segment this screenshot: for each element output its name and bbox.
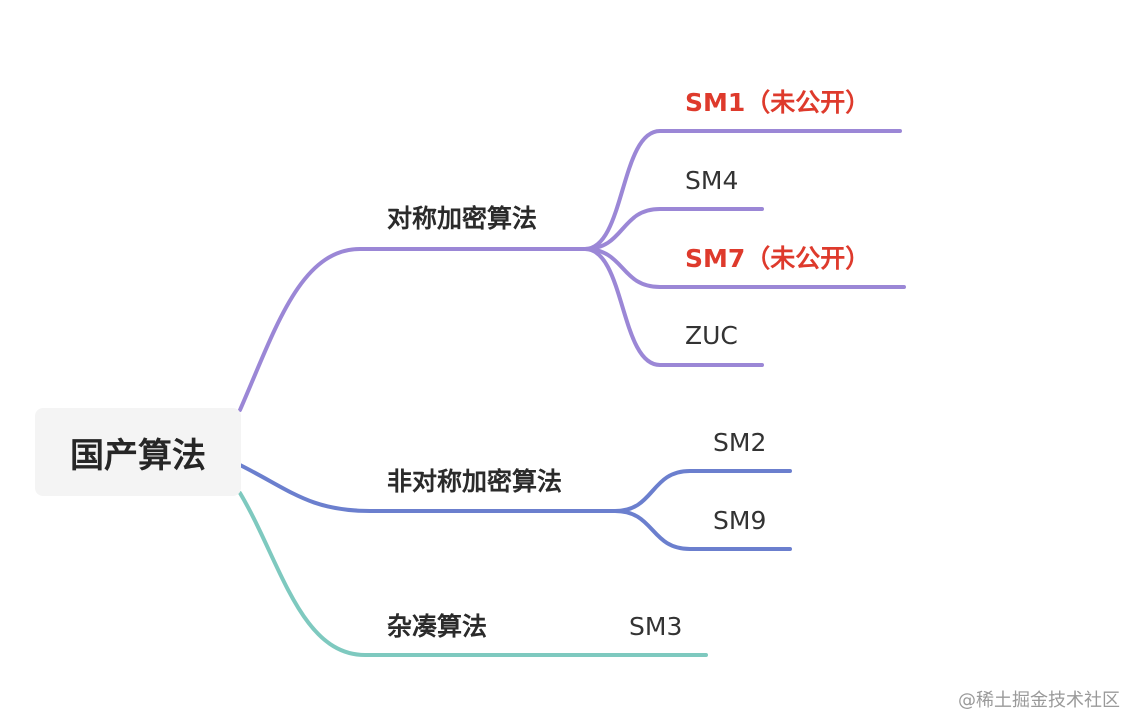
leaf-sm4[interactable]: SM4	[685, 166, 739, 195]
branch-hash[interactable]: 杂凑算法	[387, 612, 488, 641]
leaf-sm2[interactable]: SM2	[713, 428, 767, 457]
connector-sm9	[613, 509, 792, 551]
branch-asymmetric[interactable]: 非对称加密算法	[387, 467, 563, 496]
leaf-sm1[interactable]: SM1（未公开）	[685, 88, 871, 117]
branch-symmetric[interactable]: 对称加密算法	[387, 204, 538, 233]
watermark: @稀土掘金技术社区	[958, 690, 1120, 711]
root-to-asymmetric-connector	[238, 463, 617, 513]
connector-sm1	[583, 129, 902, 251]
connector-zuc	[583, 247, 764, 367]
leaf-sm9[interactable]: SM9	[713, 506, 767, 535]
root-to-hash-connector	[238, 491, 708, 657]
connector-sm7	[583, 247, 906, 289]
root-to-symmetric-connector	[238, 247, 587, 412]
connector-sm2	[613, 469, 792, 513]
leaf-zuc[interactable]: ZUC	[685, 321, 738, 350]
leaf-sm7[interactable]: SM7（未公开）	[685, 244, 871, 273]
connector-sm4	[583, 207, 764, 251]
root-node[interactable]: 国产算法	[35, 408, 241, 496]
leaf-sm3[interactable]: SM3	[629, 612, 683, 641]
root-label: 国产算法	[70, 435, 206, 476]
